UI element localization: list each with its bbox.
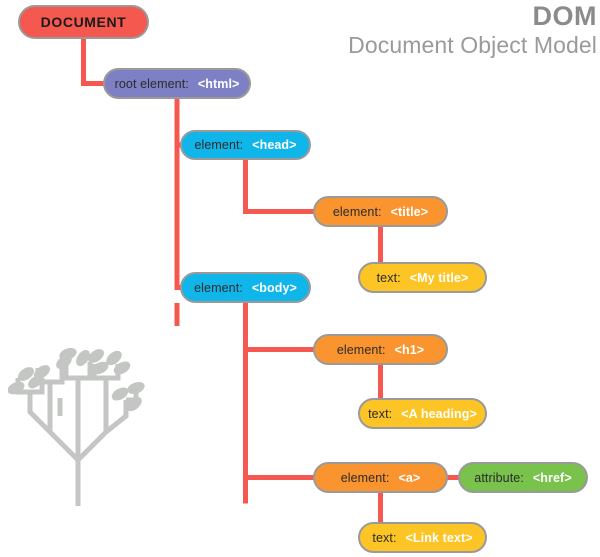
- dom-node-body[interactable]: element: <body>: [180, 272, 311, 303]
- node-label: element:: [194, 138, 244, 152]
- node-tag: <h1>: [394, 342, 425, 357]
- node-label: element:: [336, 342, 386, 357]
- node-tag: <html>: [197, 76, 240, 91]
- dom-node-href[interactable]: attribute: <href>: [458, 462, 588, 493]
- dom-node-html[interactable]: root element: <html>: [103, 68, 251, 99]
- node-label: root element:: [114, 76, 189, 91]
- page-subtitle: Document Object Model: [348, 32, 597, 59]
- connector-html-to-body: [174, 97, 182, 290]
- dom-node-title-text[interactable]: text: <My title>: [358, 262, 487, 293]
- node-tag: <a>: [398, 470, 421, 485]
- node-tag: <title>: [390, 204, 429, 219]
- circuit-tree-icon: [8, 348, 145, 506]
- node-tag: <A heading>: [401, 406, 477, 421]
- connector-body-to-h1: [243, 301, 315, 352]
- dom-node-a[interactable]: element: <a>: [313, 462, 448, 493]
- diagram-title-block: DOM Document Object Model: [305, 2, 597, 60]
- node-label: attribute:: [474, 470, 524, 485]
- node-tag: <body>: [251, 280, 297, 295]
- node-tag: <Link text>: [405, 530, 473, 545]
- node-tag: <href>: [532, 470, 572, 485]
- node-label: DOCUMENT: [40, 14, 127, 30]
- node-tag: <head>: [252, 138, 297, 152]
- dom-node-h1[interactable]: element: <h1>: [313, 334, 448, 365]
- node-label: text:: [368, 406, 393, 421]
- node-label: element:: [340, 470, 390, 485]
- dom-node-title[interactable]: element: <title>: [313, 196, 448, 227]
- connector-body-to-a: [243, 301, 315, 480]
- page-title: DOM: [532, 1, 597, 31]
- node-label: element:: [194, 280, 243, 295]
- connector-head-to-title: [243, 158, 315, 214]
- dom-node-a-text[interactable]: text: <Link text>: [358, 522, 487, 553]
- node-label: text:: [376, 270, 401, 285]
- dom-node-document[interactable]: DOCUMENT: [18, 5, 149, 39]
- dom-node-head[interactable]: element: <head>: [180, 130, 311, 160]
- node-label: element:: [332, 204, 382, 219]
- node-tag: <My title>: [409, 270, 469, 285]
- dom-node-h1-text[interactable]: text: <A heading>: [358, 398, 487, 429]
- node-label: text:: [372, 530, 397, 545]
- connector-document-to-html: [81, 37, 105, 86]
